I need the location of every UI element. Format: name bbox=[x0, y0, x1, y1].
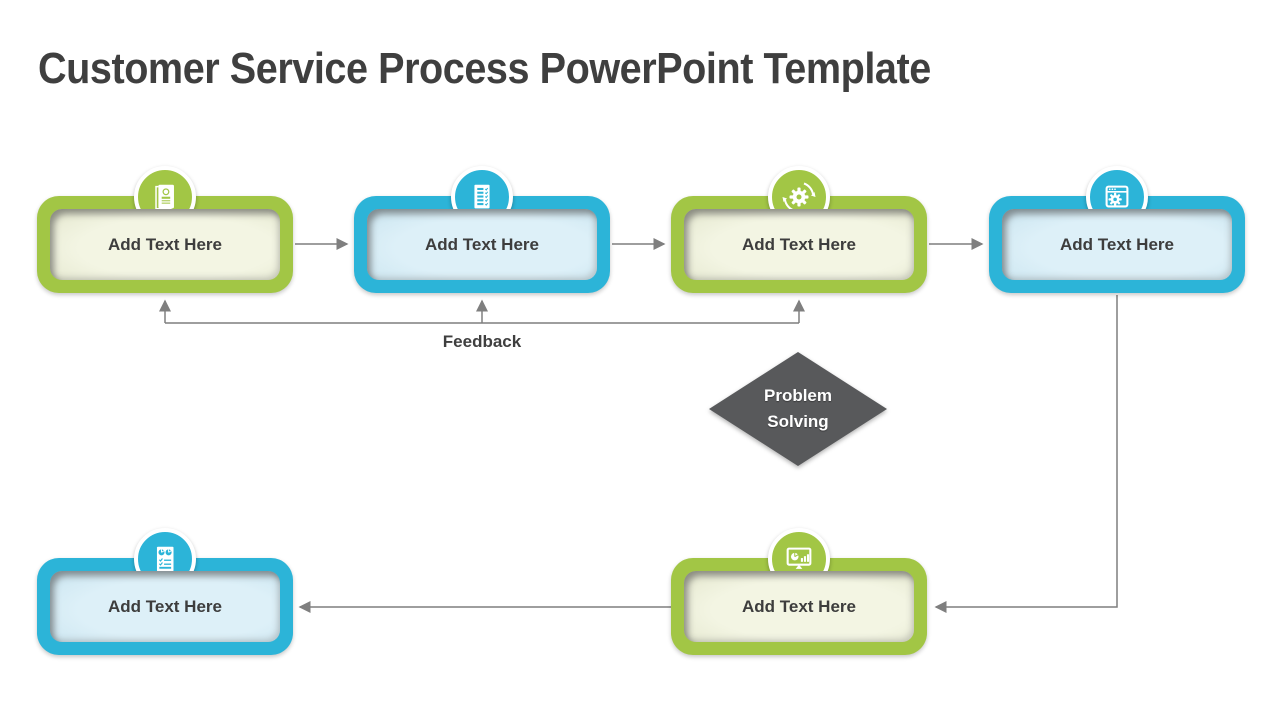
process-box-label: Add Text Here bbox=[742, 234, 856, 254]
process-box-step-5[interactable]: Add Text Here bbox=[671, 528, 927, 655]
feedback-label: Feedback bbox=[442, 332, 522, 351]
problem-solving-diamond[interactable]: Problem Solving bbox=[703, 346, 893, 472]
process-box-label: Add Text Here bbox=[108, 596, 222, 616]
text-placeholder[interactable]: Add Text Here bbox=[50, 571, 280, 642]
text-placeholder[interactable]: Add Text Here bbox=[50, 209, 280, 280]
diamond-label: Problem Solving bbox=[703, 346, 893, 472]
process-box-step-3[interactable]: Add Text Here bbox=[671, 166, 927, 293]
process-box-label: Add Text Here bbox=[425, 234, 539, 254]
text-placeholder[interactable]: Add Text Here bbox=[684, 209, 914, 280]
process-box-step-6[interactable]: Add Text Here bbox=[37, 528, 293, 655]
process-box-label: Add Text Here bbox=[1060, 234, 1174, 254]
text-placeholder[interactable]: Add Text Here bbox=[684, 571, 914, 642]
process-box-step-1[interactable]: Add Text Here bbox=[37, 166, 293, 293]
text-placeholder[interactable]: Add Text Here bbox=[367, 209, 597, 280]
text-placeholder[interactable]: Add Text Here bbox=[1002, 209, 1232, 280]
diamond-label-line1: Problem bbox=[763, 386, 833, 405]
diamond-shape bbox=[709, 352, 887, 466]
diamond-label-line2: Solving bbox=[767, 412, 829, 431]
process-box-step-4[interactable]: Add Text Here bbox=[989, 166, 1245, 293]
process-box-step-2[interactable]: Add Text Here bbox=[354, 166, 610, 293]
process-box-label: Add Text Here bbox=[742, 596, 856, 616]
slide-title: Customer Service Process PowerPoint Temp… bbox=[38, 44, 931, 93]
process-box-label: Add Text Here bbox=[108, 234, 222, 254]
